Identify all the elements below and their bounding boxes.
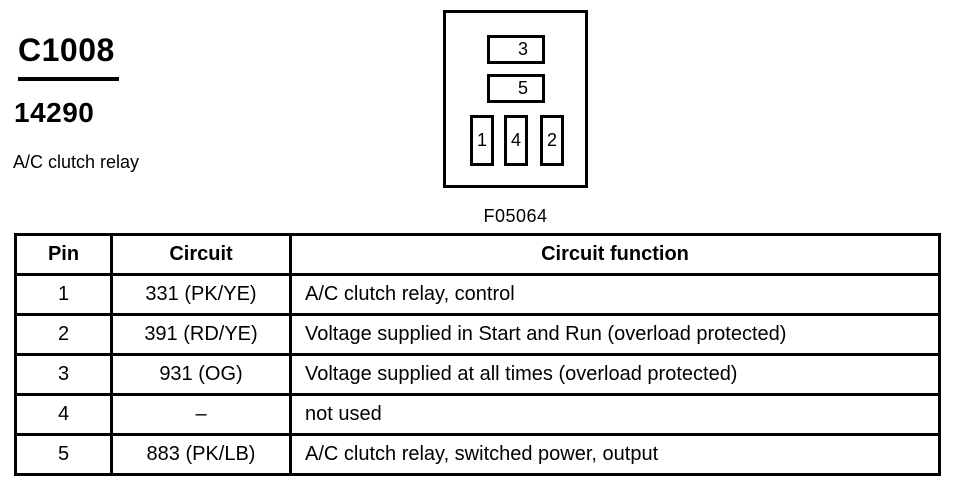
function-cell: A/C clutch relay, control (289, 273, 941, 316)
circuit-cell: – (110, 393, 292, 436)
connector-description: A/C clutch relay (13, 152, 140, 172)
cavity-2: 2 (540, 115, 564, 166)
header-circuit-function: Circuit function (289, 233, 941, 276)
connector-face-diagram: 3 5 1 4 2 (443, 10, 588, 188)
cavity-3: 3 (487, 35, 545, 64)
pin-cell: 3 (14, 353, 113, 396)
figure-code: F05064 (483, 206, 548, 226)
circuit-cell: 391 (RD/YE) (110, 313, 292, 356)
pin-cell: 2 (14, 313, 113, 356)
function-cell: Voltage supplied at all times (overload … (289, 353, 941, 396)
pin-cell: 4 (14, 393, 113, 436)
function-cell: not used (289, 393, 941, 436)
cavity-3-label: 3 (517, 39, 528, 59)
cavity-1-label: 1 (476, 130, 487, 150)
function-cell: Voltage supplied in Start and Run (overl… (289, 313, 941, 356)
cavity-5: 5 (487, 74, 545, 103)
circuit-cell: 931 (OG) (110, 353, 292, 396)
header-pin: Pin (14, 233, 113, 276)
function-cell: A/C clutch relay, switched power, output (289, 433, 941, 476)
table-row: 5 883 (PK/LB) A/C clutch relay, switched… (14, 433, 941, 476)
table-row: 1 331 (PK/YE) A/C clutch relay, control (14, 273, 941, 316)
cavity-1: 1 (470, 115, 494, 166)
header-circuit: Circuit (110, 233, 292, 276)
cavity-5-label: 5 (517, 78, 528, 98)
cavity-4-label: 4 (510, 130, 521, 150)
table-row: 2 391 (RD/YE) Voltage supplied in Start … (14, 313, 941, 356)
cavity-2-label: 2 (546, 130, 557, 150)
pin-cell: 1 (14, 273, 113, 316)
table-header-row: Pin Circuit Circuit function (14, 233, 941, 276)
part-number: 14290 (14, 97, 95, 128)
connector-id-title: C1008 (18, 32, 119, 81)
pin-cell: 5 (14, 433, 113, 476)
table-row: 3 931 (OG) Voltage supplied at all times… (14, 353, 941, 396)
circuit-cell: 883 (PK/LB) (110, 433, 292, 476)
table-row: 4 – not used (14, 393, 941, 436)
pinout-table: Pin Circuit Circuit function 1 331 (PK/Y… (14, 233, 941, 476)
cavity-4: 4 (504, 115, 528, 166)
circuit-cell: 331 (PK/YE) (110, 273, 292, 316)
